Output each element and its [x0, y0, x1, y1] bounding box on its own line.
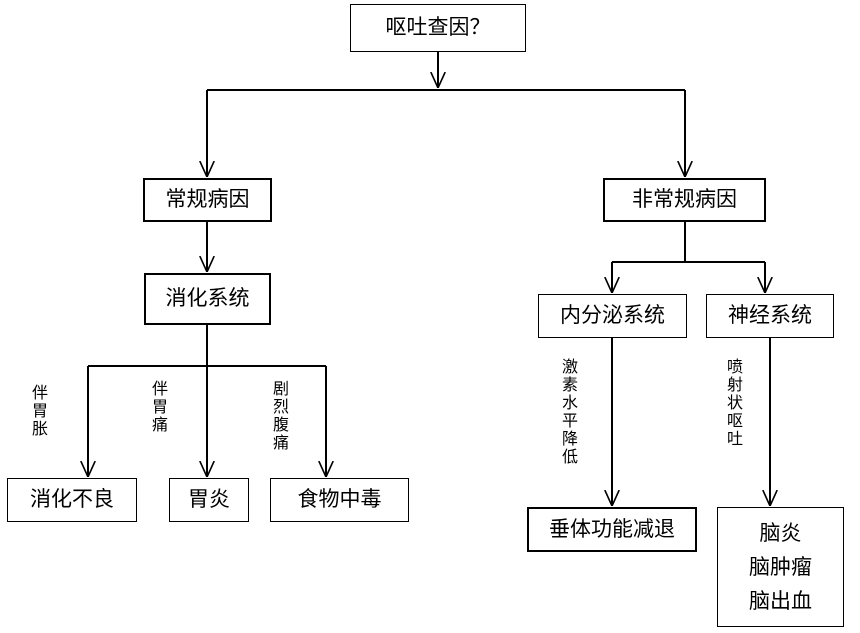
node-dyspepsia: 消化不良: [7, 478, 137, 522]
label-with-stomach-pain: 伴 胃 痛: [151, 379, 168, 434]
node-food-poisoning: 食物中毒: [270, 478, 409, 522]
node-root: 呕吐查因？: [350, 4, 526, 52]
node-digestive-system: 消化系统: [144, 273, 271, 325]
label-with-distension: 伴 胃 胀: [31, 383, 48, 438]
node-gastritis: 胃炎: [169, 478, 249, 522]
result-cerebral-hemorrhage: 脑出血: [749, 589, 812, 613]
label-severe-abdominal-pain: 剧 烈 腹 痛: [272, 379, 289, 452]
result-brain-tumor: 脑肿瘤: [749, 555, 812, 579]
label-projectile-vomiting: 喷 射 状 呕 吐: [726, 357, 743, 448]
result-encephalitis: 脑炎: [759, 521, 802, 545]
node-uncommon-causes: 非常规病因: [603, 178, 766, 222]
node-endocrine-system: 内分泌系统: [538, 294, 687, 338]
node-common-causes: 常规病因: [143, 178, 272, 222]
label-hormone-decrease: 激 素 水 平 降 低: [561, 357, 578, 466]
node-hypopituitarism: 垂体功能减退: [527, 507, 697, 552]
node-neuro-results: 脑炎 脑肿瘤 脑出血: [717, 507, 844, 627]
node-nervous-system: 神经系统: [706, 294, 834, 338]
